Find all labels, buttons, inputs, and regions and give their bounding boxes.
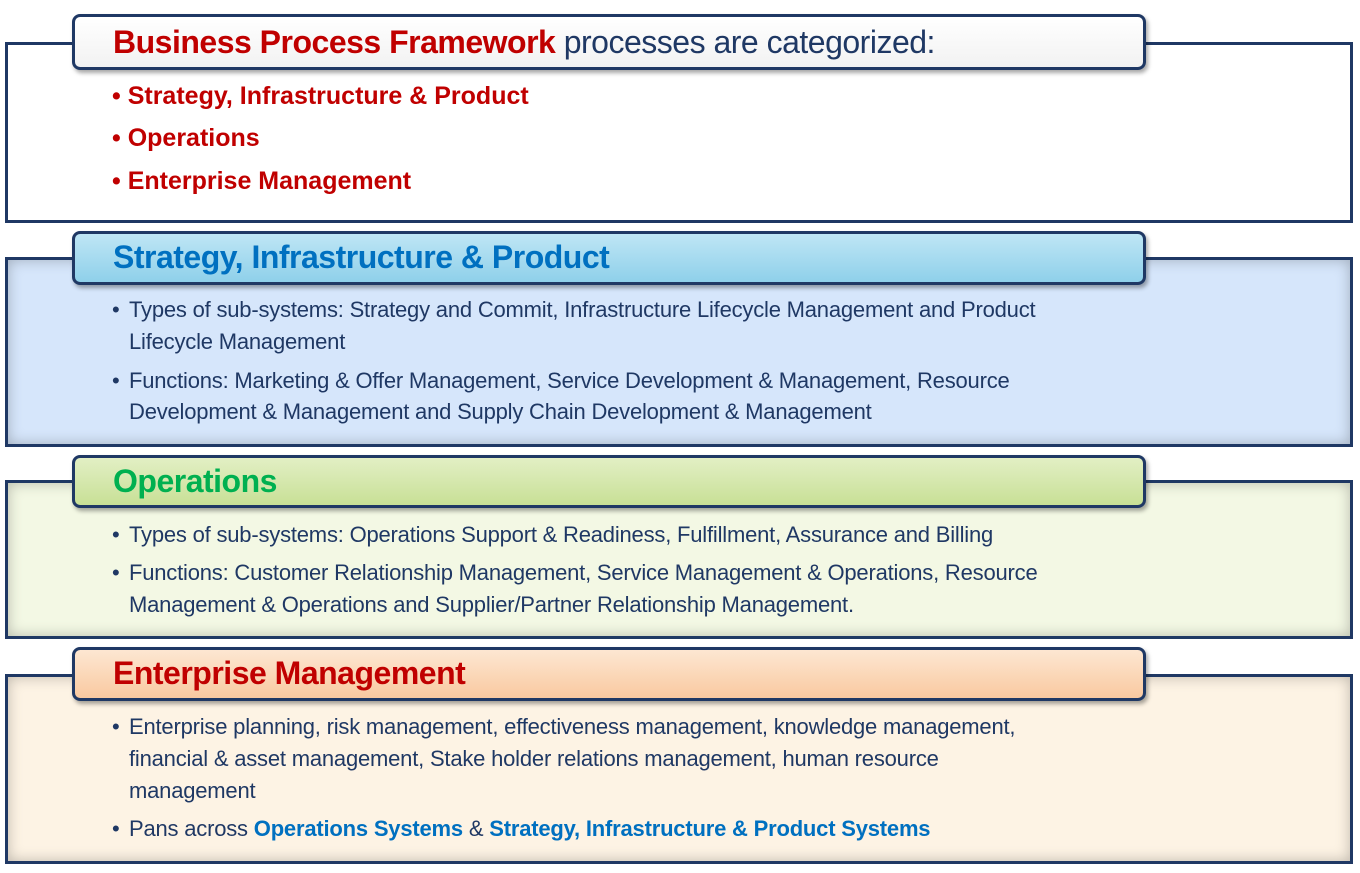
intro-item: • Strategy, Infrastructure & Product — [112, 82, 529, 110]
sip-systems-ref: Strategy, Infrastructure & Product Syste… — [489, 816, 931, 841]
ops-bullet-cont: Management & Operations and Supplier/Par… — [129, 592, 854, 617]
sip-title: Strategy, Infrastructure & Product — [113, 239, 610, 275]
em-title: Enterprise Management — [113, 655, 466, 691]
operations-systems-ref: Operations Systems — [253, 816, 463, 841]
ops-bullet: •Functions: Customer Relationship Manage… — [112, 560, 1038, 585]
em-panel — [5, 674, 1353, 864]
intro-item: • Operations — [112, 124, 260, 152]
ops-title-bar: Operations — [72, 455, 1146, 508]
sip-bullet-cont: Lifecycle Management — [129, 329, 346, 354]
em-bullet-cont: management — [129, 778, 256, 803]
intro-title-rest: processes are categorized: — [555, 24, 936, 60]
sip-title-bar: Strategy, Infrastructure & Product — [72, 231, 1146, 285]
sip-bullet-cont: Development & Management and Supply Chai… — [129, 399, 872, 424]
ops-title: Operations — [113, 463, 277, 499]
sip-bullet: •Functions: Marketing & Offer Management… — [112, 368, 1010, 393]
em-bullet: •Pans across Operations Systems & Strate… — [112, 816, 931, 841]
em-bullet-cont: financial & asset management, Stake hold… — [129, 746, 939, 771]
em-title-bar: Enterprise Management — [72, 647, 1146, 701]
sip-bullet: •Types of sub-systems: Strategy and Comm… — [112, 297, 1036, 322]
intro-title-bar: Business Process Framework processes are… — [72, 14, 1146, 70]
ops-bullet: •Types of sub-systems: Operations Suppor… — [112, 522, 994, 547]
em-bullet: •Enterprise planning, risk management, e… — [112, 714, 1016, 739]
intro-title-bold: Business Process Framework — [113, 24, 556, 60]
intro-item: • Enterprise Management — [112, 167, 412, 195]
